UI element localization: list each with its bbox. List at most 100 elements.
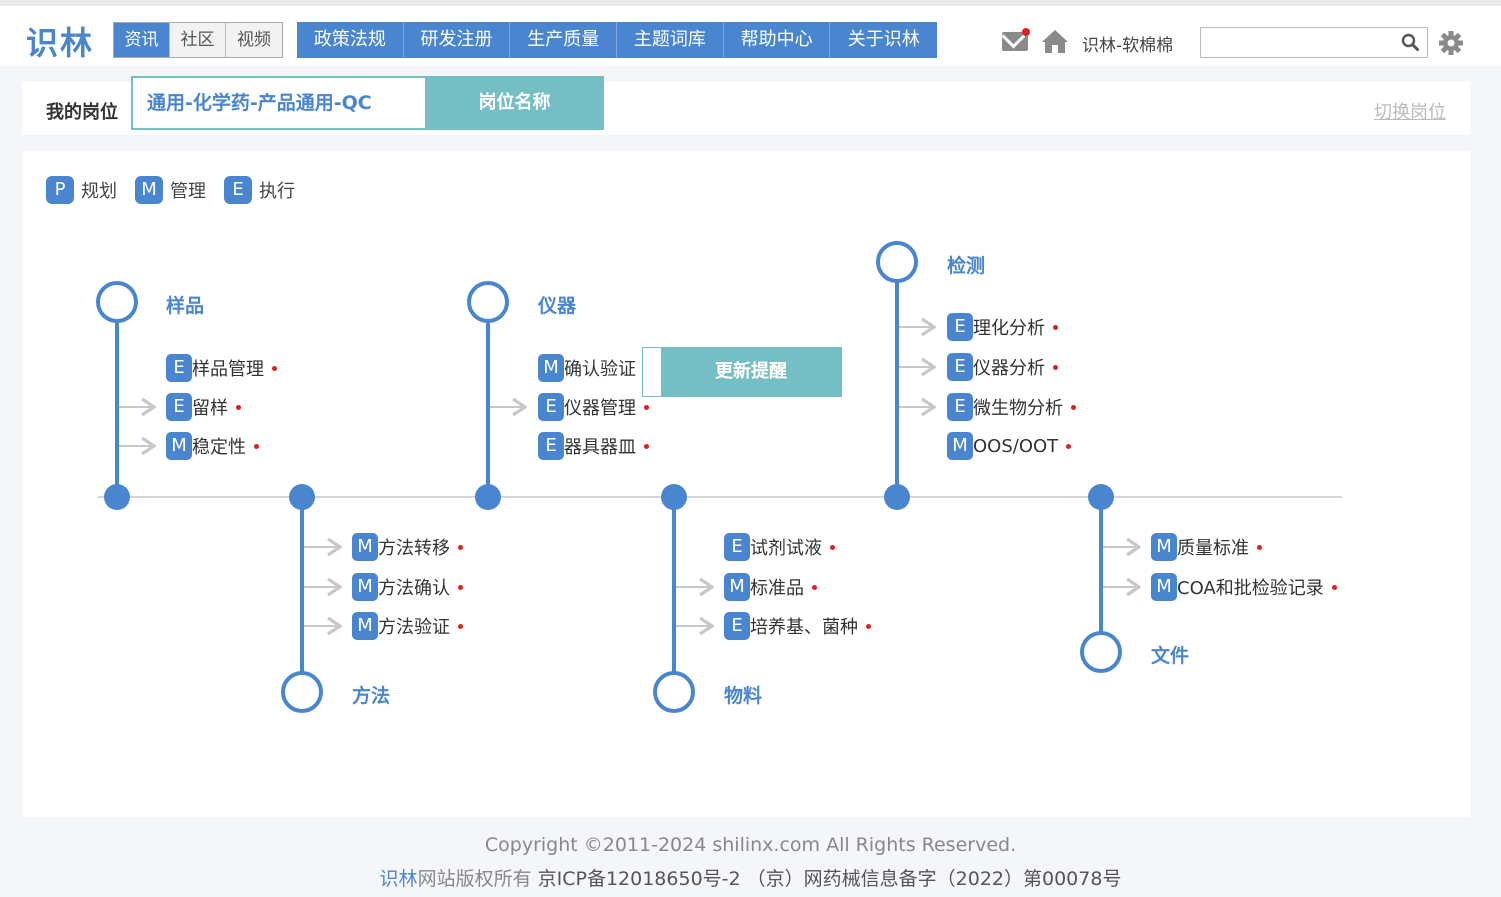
nav-about[interactable]: 关于识林 [847,29,920,50]
tab-news[interactable]: 资讯 [114,23,170,57]
footer-brand-link[interactable]: 识林 [379,868,418,890]
sample-axis-dot [104,484,130,510]
user-name[interactable]: 识林-软棉棉 [1082,36,1174,56]
list-item[interactable]: E 理化分析 [947,313,1058,341]
legend-label: 执行 [259,181,295,202]
search-box[interactable] [1200,27,1428,58]
item-label: 试剂试液 [750,538,822,559]
list-item[interactable]: E 器具器皿 [538,432,649,460]
update-dot [812,584,817,590]
item-label: 稳定性 [192,437,246,458]
category-document-title[interactable]: 文件 [1151,645,1190,667]
copyright-text: Copyright ©2011-2024 shilinx.com All Rig… [484,834,1017,856]
list-item[interactable]: E 留样 [166,393,241,421]
role-badge: M [352,612,378,640]
testing-axis-dot [884,484,910,510]
list-item[interactable]: E 微生物分析 [947,393,1076,421]
list-item[interactable]: M 质量标准 [1151,533,1262,561]
item-label: 培养基、菌种 [750,617,858,638]
update-reminder-button[interactable]: 更新提醒 [661,348,841,396]
position-name-button[interactable]: 岗位名称 [425,76,604,130]
search-icon[interactable] [1401,33,1419,51]
home-icon[interactable] [1041,28,1069,54]
legend-item-manage: M 管理 [135,176,206,204]
role-badge: E [947,313,973,341]
item-label: 方法验证 [378,617,450,638]
method-axis-dot [289,484,315,510]
list-item[interactable]: E 培养基、菌种 [724,612,871,640]
timeline-diagram [96,241,1342,713]
update-dot [458,584,463,590]
list-item[interactable]: M OOS/OOT [947,432,1072,460]
badge-e: E [224,176,252,204]
item-label: 标准品 [750,578,804,599]
list-item[interactable]: M 确认验证 [538,354,649,382]
category-sample-title[interactable]: 样品 [166,295,205,317]
tab-community[interactable]: 社区 [170,23,226,57]
category-material-title[interactable]: 物料 [724,685,763,707]
legend-label: 规划 [81,181,117,202]
job-map-card: P 规划 M 管理 E 执行 [22,151,1470,817]
legend-item-plan: P 规划 [46,176,117,204]
nav-rnd[interactable]: 研发注册 [404,22,511,58]
update-dot [830,544,835,550]
list-item[interactable]: E 仪器分析 [947,353,1058,381]
role-badge: M [1151,533,1177,561]
role-badge: M [538,354,564,382]
site-logo[interactable]: 识林 [26,24,95,62]
position-bar: 我的岗位 通用-化学药-产品通用-QC 岗位名称 切换岗位 [22,76,1470,135]
update-dot [236,404,241,410]
list-item[interactable]: E 样品管理 [166,354,277,382]
category-testing-title[interactable]: 检测 [947,255,986,277]
update-dot [866,623,871,629]
document-node [1080,631,1122,673]
list-item[interactable]: M 方法确认 [352,573,463,601]
nav-production[interactable]: 生产质量 [510,22,618,58]
sample-node [96,281,138,323]
update-dot [1053,324,1058,330]
update-dot [272,365,277,371]
position-value[interactable]: 通用-化学药-产品通用-QC [131,76,427,130]
badge-p: P [46,176,74,204]
item-label: 方法转移 [378,538,450,559]
role-badge: M [352,573,378,601]
item-label: 微生物分析 [973,398,1063,419]
item-label: 确认验证 [564,359,636,380]
category-method-title[interactable]: 方法 [352,685,391,707]
item-label: 质量标准 [1177,538,1249,559]
role-badge: E [538,432,564,460]
gear-icon[interactable] [1438,30,1464,56]
role-badge: E [947,393,973,421]
update-dot [1071,404,1076,410]
method-node [281,671,323,713]
list-item[interactable]: E 仪器管理 [538,393,649,421]
role-badge: M [352,533,378,561]
list-item[interactable]: M 稳定性 [166,432,259,460]
list-item[interactable]: M COA和批检验记录 [1151,573,1337,601]
list-item[interactable]: M 方法转移 [352,533,463,561]
nav-thesaurus[interactable]: 主题词库 [617,22,724,58]
badge-m: M [135,176,163,204]
list-item[interactable]: M 标准品 [724,573,817,601]
footer-icp[interactable]: 京ICP备12018650号-2 （京）网药械信息备字（2022）第00078号 [537,868,1122,890]
switch-position-link[interactable]: 切换岗位 [1374,102,1446,123]
update-dot [458,623,463,629]
nav-help[interactable]: 帮助中心 [724,22,831,58]
update-dot [1257,544,1262,550]
nav-policy[interactable]: 政策法规 [297,22,404,58]
tab-video[interactable]: 视频 [226,23,282,57]
legend-label: 管理 [170,181,206,202]
update-dot [1331,584,1337,590]
list-item[interactable]: M 方法验证 [352,612,463,640]
list-item[interactable]: E 试剂试液 [724,533,835,561]
mail-icon[interactable] [1002,32,1028,51]
role-legend: P 规划 M 管理 E 执行 [46,176,313,204]
item-label: 仪器管理 [564,398,636,419]
role-badge: E [724,533,750,561]
item-label: OOS/OOT [973,435,1059,457]
item-label: 样品管理 [192,359,264,380]
category-instrument-title[interactable]: 仪器 [538,295,577,317]
footer-rights: 网站版权所有 [417,868,532,890]
item-label: 方法确认 [378,578,450,599]
material-node [653,671,695,713]
